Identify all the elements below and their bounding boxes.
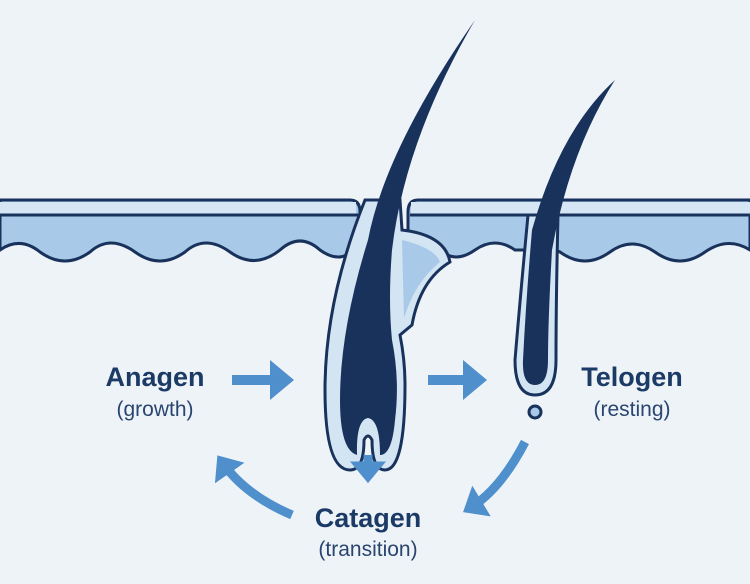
- stage-title-catagen: Catagen: [314, 503, 422, 533]
- stage-desc-telogen: (resting): [593, 398, 671, 421]
- stage-title-telogen: Telogen: [581, 362, 683, 392]
- stage-title-anagen: Anagen: [105, 362, 205, 392]
- stage-desc-catagen: (transition): [318, 538, 418, 561]
- skin-layer-left: [0, 198, 362, 263]
- arrow-telogen-to-catagen: [463, 439, 529, 517]
- resting-hair-follicle: [513, 80, 615, 420]
- central-hair-follicle: [323, 20, 475, 472]
- arrow-catagen-to-anagen: [214, 455, 294, 520]
- skin-layer-right: [406, 198, 750, 263]
- detached-bulb-dot: [527, 404, 543, 420]
- stage-desc-anagen: (growth): [116, 398, 194, 421]
